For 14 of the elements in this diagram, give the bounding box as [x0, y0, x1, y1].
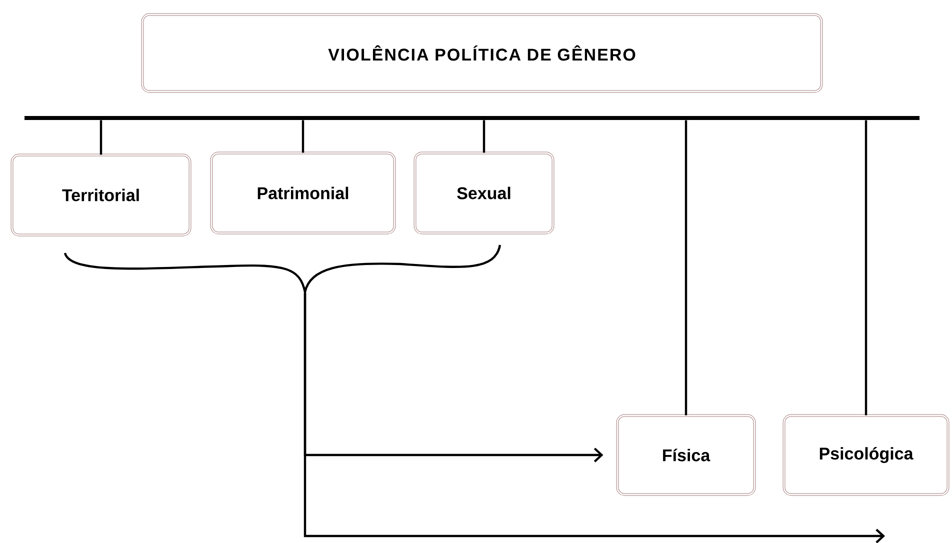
connector-line	[864, 120, 868, 416]
connector-line	[302, 120, 304, 153]
title-box: VIOLÊNCIA POLÍTICA DE GÊNERO	[141, 13, 823, 93]
connector-line	[684, 120, 688, 416]
category-box: Psicológica	[782, 414, 950, 496]
category-box: Física	[616, 414, 756, 496]
connector-line	[482, 120, 486, 153]
category-box: Sexual	[414, 152, 554, 234]
category-box: Territorial	[10, 154, 192, 236]
connector-line	[100, 120, 102, 155]
arrow	[304, 292, 886, 543]
curly-brace	[64, 244, 502, 294]
horizontal-bar	[24, 116, 920, 120]
category-box: Patrimonial	[210, 152, 396, 234]
